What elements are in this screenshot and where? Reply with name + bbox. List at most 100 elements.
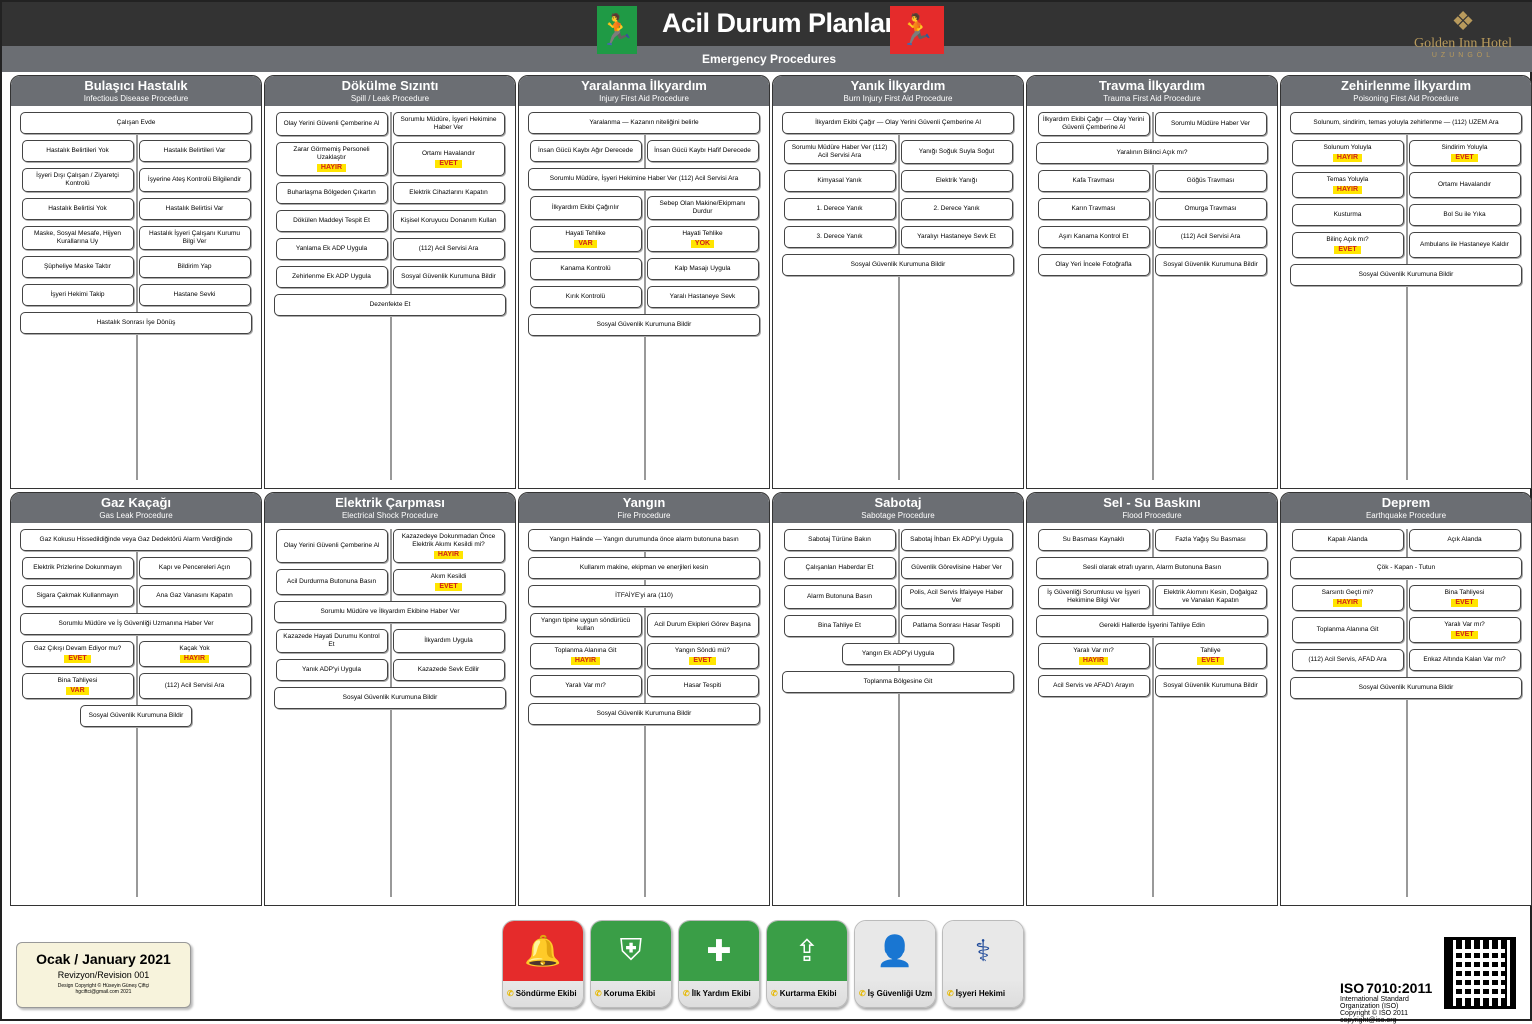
- flow-step-text: Polis, Acil Servis İtfaiyeye Haber Ver: [909, 589, 1004, 604]
- flow-step: Yanlama Ek ADP Uygula: [275, 238, 388, 260]
- flow-step-text: Yangın tipine uygun söndürücü kullan: [540, 617, 631, 632]
- procedure-panel: Yangın Fire Procedure Yangın Halinde — Y…: [518, 492, 770, 906]
- flow-step: Şüpheliye Maske Taktır: [21, 256, 134, 278]
- flow-step: Yangın Halinde — Yangın durumunda önce a…: [528, 529, 760, 551]
- panel-subtitle: Spill / Leak Procedure: [350, 94, 430, 103]
- flow-step-text: Toplanma Bölgesine Git: [863, 678, 933, 685]
- flow-step-text: İşyeri Dışı Çalışan / Ziyaretçi Kontrolü: [36, 172, 119, 187]
- flow-step: İTFAİYE'yi ara (110): [528, 585, 760, 607]
- doctor-icon: ⚕: [943, 921, 1023, 981]
- flow-step-text: Dökülen Maddeyi Tespit Et: [293, 217, 370, 224]
- flow-step-text: Gaz Kokusu Hissedildiğinde veya Gaz Dede…: [39, 536, 233, 543]
- flow-step: Hasar Tespiti: [646, 675, 759, 697]
- flow-step: Bina Tahliye Et: [783, 615, 896, 637]
- flow-step-text: Solunum, sindirim, temas yoluyla zehirle…: [1313, 119, 1499, 126]
- decision-tag: EVET: [435, 160, 462, 168]
- decision-tag: EVET: [1451, 154, 1478, 162]
- decision-tag: HAYIR: [316, 164, 347, 172]
- flow-step: Polis, Acil Servis İtfaiyeye Haber Ver: [900, 585, 1013, 609]
- panel-title: Bulaşıcı Hastalık: [84, 78, 188, 93]
- decision-tag: HAYIR: [179, 655, 210, 663]
- flow-step: Hastalık İşyeri Çalışanı Kurumu Bilgi Ve…: [138, 226, 251, 250]
- team-label: İlk Yardım Ekibi: [691, 989, 751, 998]
- flow-step: Buharlaşma Bölgeden Çıkartın: [275, 182, 388, 204]
- flow-step-text: Yanık ADP'yi Uygula: [302, 666, 361, 673]
- flow-step-text: Sosyal Güvenlik Kurumuna Bildir: [1163, 261, 1258, 268]
- decision-tag: EVET: [1334, 246, 1361, 254]
- flow-step: Sesli olarak etrafı uyarın, Alarm Butonu…: [1036, 557, 1268, 579]
- flow-step: İş Güvenliği Sorumlusu ve İşyeri Hekimin…: [1037, 585, 1150, 609]
- rescue-icon: ⇪: [767, 921, 847, 981]
- decision-tag: HAYIR: [1332, 599, 1363, 607]
- flow-step: Sabotaj İhbarı Ek ADP'yi Uygula: [900, 529, 1013, 551]
- logo-name: Golden Inn Hotel: [1414, 36, 1512, 51]
- flow-step-text: İşyerine Ateş Kontrolü Bilgilendir: [147, 176, 242, 183]
- flow-step: Sosyal Güvenlik Kurumuna Bildir: [80, 705, 192, 727]
- flow-step: Sosyal Güvenlik Kurumuna Bildir: [1290, 677, 1522, 699]
- flow-step-text: Sesli olarak etrafı uyarın, Alarm Butonu…: [1082, 564, 1222, 571]
- flow-step: Zehirlenme Ek ADP Uygula: [275, 266, 388, 288]
- flow-step-text: Sosyal Güvenlik Kurumuna Bildir: [401, 273, 496, 280]
- flow-step: Hastalık Belirtisi Yok: [21, 198, 134, 220]
- flow-step-text: Yaralının Bilinci Açık mı?: [1116, 149, 1188, 156]
- logo-sub: UZUNGÖL: [1431, 52, 1495, 59]
- flow-step-text: Gaz Çıkışı Devam Ediyor mu?: [33, 645, 122, 652]
- panel-title: Sabotaj: [874, 495, 922, 510]
- team-card: 🔔 ✆Söndürme Ekibi: [502, 920, 584, 1008]
- flow-step: Karın Travması: [1037, 198, 1150, 220]
- flow-step-text: Sosyal Güvenlik Kurumuna Bildir: [850, 261, 946, 268]
- flow-step-text: Bina Tahliye Et: [818, 622, 861, 629]
- revision-number: Revizyon/Revision 001: [57, 970, 150, 980]
- decision-tag: EVET: [1197, 657, 1224, 665]
- flow-step: İnsan Gücü Kaybı Hafif Derecede: [646, 140, 759, 162]
- revision-box: Ocak / January 2021 Revizyon/Revision 00…: [16, 942, 191, 1008]
- flow-step-text: Toplanma Alanına Git: [554, 647, 617, 654]
- flow-step-text: Sorumlu Müdüre Haber Ver: [1170, 120, 1251, 127]
- flow-step-text: Alarm Butonuna Basın: [806, 593, 873, 600]
- qr-code[interactable]: [1444, 937, 1516, 1009]
- flow-step-text: Sosyal Güvenlik Kurumuna Bildir: [1163, 682, 1258, 689]
- flow-step-text: Olay Yeri İncele Fotoğrafla: [1055, 261, 1132, 268]
- panel-header: Sabotaj Sabotage Procedure: [773, 493, 1023, 523]
- flow-step: İlkyardım Ekibi Çağır — Olay Yerini Güve…: [782, 112, 1014, 134]
- flow-step-text: Kapalı Alanda: [1327, 536, 1368, 543]
- decision-tag: EVET: [1451, 599, 1478, 607]
- flow-step: Sorumlu Müdüre, İşyeri Hekimine Haber Ve…: [392, 112, 505, 136]
- flow-step: İşyeri Hekimi Takip: [21, 284, 134, 306]
- flow-step-text: İlkyardım Ekibi Çağır — Olay Yerini Güve…: [1042, 116, 1145, 131]
- flow-step: Hastalık Sonrası İşe Dönüş: [20, 312, 252, 334]
- flow-step-text: Yangın Halinde — Yangın durumunda önce a…: [549, 536, 739, 543]
- hotel-logo: ❖ Golden Inn Hotel UZUNGÖL: [1398, 6, 1528, 59]
- flow-step: Kanama Kontrolü: [529, 258, 642, 280]
- flow-step: Yaralı Var mı?: [529, 675, 642, 697]
- flow-step-text: Sigara Çakmak Kullanmayın: [36, 592, 119, 599]
- phone-icon: ✆: [595, 989, 602, 998]
- flow-step-text: Sorumlu Müdüre Haber Ver (112) Acil Serv…: [791, 144, 888, 159]
- flow-step-text: Hastalık Belirtisi Yok: [48, 205, 107, 212]
- flow-step-text: (112) Acil Servisi Ara: [164, 682, 225, 689]
- panel-title: Elektrik Çarpması: [335, 495, 445, 510]
- flow-step: 3. Derece Yanık: [783, 226, 896, 248]
- panel-header: Yangın Fire Procedure: [519, 493, 769, 523]
- flow-step: İnsan Gücü Kaybı Ağır Derecede: [529, 140, 642, 162]
- flow-step: İlkyardım Uygula: [392, 629, 505, 653]
- flow-step-text: Bina Tahliyesi: [1444, 589, 1485, 596]
- procedure-panel: Yanık İlkyardım Burn Injury First Aid Pr…: [772, 75, 1024, 489]
- flow-step: Yaralıyı Hastaneye Sevk Et: [900, 226, 1013, 248]
- flow-step-text: Kullanım makine, ekipman ve enerjileri k…: [579, 564, 709, 571]
- iso-description: International Standard Organization (ISO…: [1340, 996, 1409, 1010]
- decision-tag: VAR: [66, 687, 89, 695]
- flow-step-text: Sindirim Yoluyla: [1441, 144, 1488, 151]
- flow-step-text: Yaralıyı Hastaneye Sevk Et: [917, 233, 996, 240]
- flow-step: İlkyardım Ekibi Çağır — Olay Yerini Güve…: [1037, 112, 1150, 136]
- flow-step-text: Gerekli Hallerde İşyerini Tahliye Edin: [1099, 622, 1205, 629]
- page-title: Acil Durum Planları: [662, 8, 902, 38]
- flow-step: (112) Acil Servis, AFAD Ara: [1291, 649, 1404, 671]
- flow-step: Sorumlu Müdüre ve İlkyardım Ekibine Habe…: [274, 601, 506, 623]
- flow-step: Sosyal Güvenlik Kurumuna Bildir: [1290, 264, 1522, 286]
- flow-step-text: Bina Tahliyesi: [57, 677, 98, 684]
